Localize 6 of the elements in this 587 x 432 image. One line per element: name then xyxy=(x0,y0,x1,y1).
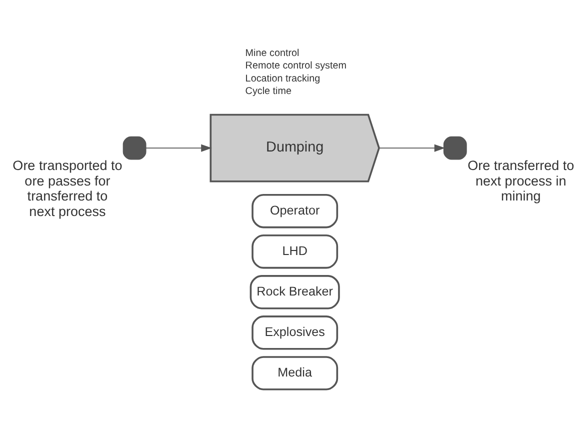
label: Remote control system xyxy=(245,60,346,72)
label: Cycle time xyxy=(245,85,292,96)
label: Location tracking xyxy=(245,72,320,84)
node-label: Ore transported to ore passes for transferred to next process xyxy=(12,158,122,219)
node-label: Ore transferred to next process in mining xyxy=(468,158,574,204)
label: Mine control xyxy=(245,48,300,59)
